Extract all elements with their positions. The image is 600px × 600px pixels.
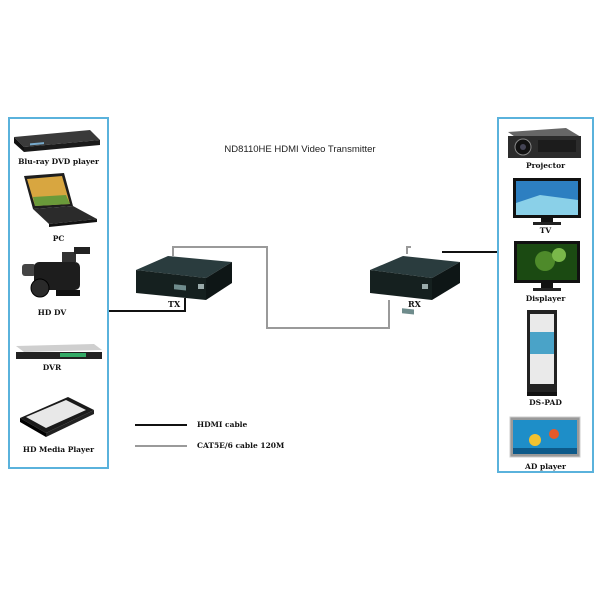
tx-box-icon — [136, 256, 232, 300]
tx-label: TX — [168, 299, 181, 309]
ad-player-icon — [509, 416, 581, 458]
laptop-icon — [24, 173, 97, 227]
legend-cat-label: CAT5E/6 cable 120M — [197, 441, 285, 450]
source-label-hddv: HD DV — [37, 308, 67, 317]
display-devices-panel — [497, 117, 594, 473]
source-label-pc: PC — [52, 234, 65, 243]
display-label-displayer: Displayer — [525, 294, 566, 303]
hdmi-cable-in — [109, 298, 186, 312]
legend-hdmi-label: HDMI cable — [197, 420, 248, 429]
display-label-tv: TV — [539, 226, 552, 235]
source-label-bluray: Blu-ray DVD player — [18, 157, 99, 166]
projector-icon — [508, 128, 581, 158]
cat-cable — [406, 246, 411, 254]
camcorder-icon — [22, 247, 90, 298]
display-label-ad-player: AD player — [525, 462, 566, 471]
media-player-icon — [20, 397, 94, 437]
cat-cable — [172, 246, 390, 329]
dvr-icon — [16, 344, 102, 359]
bluray-player-icon — [14, 130, 100, 152]
rx-label: RX — [408, 299, 421, 309]
rx-box-icon — [370, 256, 460, 315]
tv-icon — [513, 178, 581, 225]
diagram-title: ND8110HE HDMI Video Transmitter — [224, 144, 376, 155]
monitor-icon — [514, 241, 580, 291]
kiosk-icon — [527, 310, 557, 396]
display-label-projector: Projector — [525, 161, 566, 170]
display-label-dspad: DS-PAD — [529, 398, 562, 407]
source-label-dvr: DVR — [42, 363, 62, 372]
source-label-media-player: HD Media Player — [22, 445, 95, 454]
